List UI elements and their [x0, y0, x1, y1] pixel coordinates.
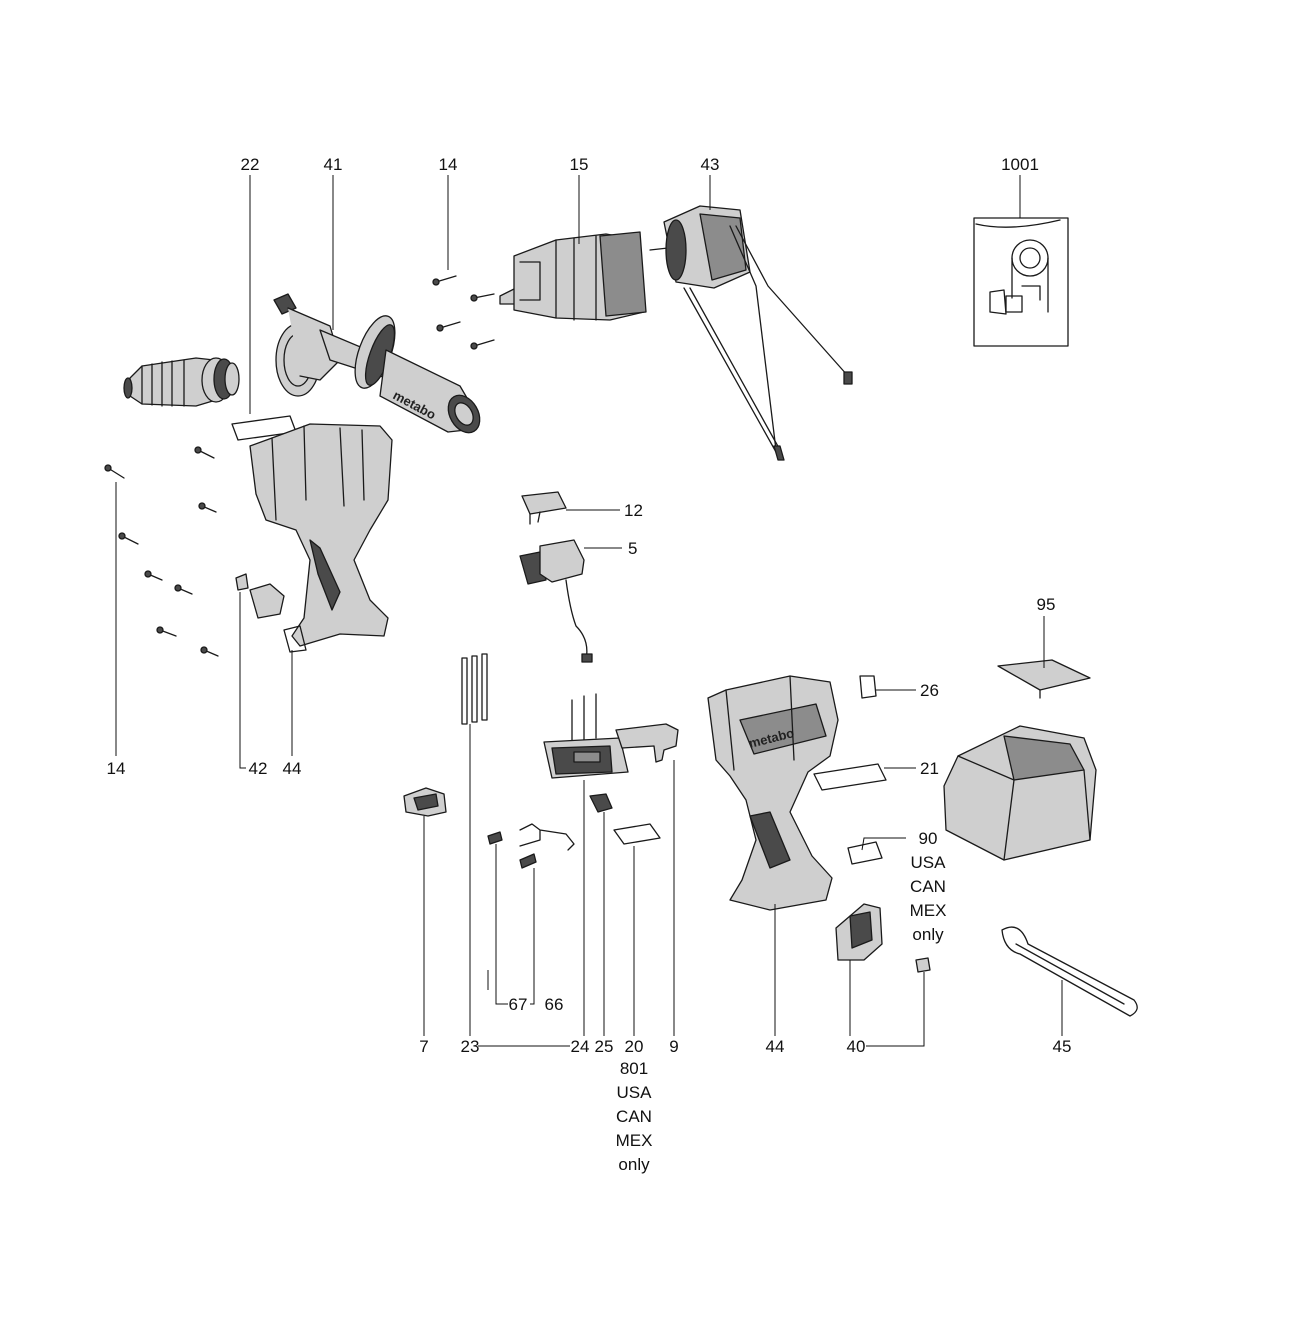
- housing-half-right: metabo: [707, 675, 839, 911]
- spring-67: [487, 831, 537, 869]
- label-7: 7: [419, 1037, 428, 1056]
- gearbox: [499, 231, 647, 321]
- label-90-note-3: MEX: [910, 901, 947, 920]
- label-23: 23: [461, 1037, 480, 1056]
- label-20: [613, 823, 661, 845]
- belt-clip: [835, 903, 931, 973]
- label-15: 15: [570, 155, 589, 174]
- label-12: 12: [624, 501, 643, 520]
- label-21: [813, 763, 887, 791]
- contact-25: [589, 793, 613, 813]
- label-801: 801: [620, 1059, 648, 1078]
- switch-cover: [521, 491, 567, 525]
- label-26: [859, 675, 877, 699]
- part-number-labels: 22 41 14 15 43 1001 12 5 95 26 21 90 USA…: [107, 155, 1072, 1174]
- label-42: 42: [249, 759, 268, 778]
- label-44-left: 44: [283, 759, 302, 778]
- label-14-left: 14: [107, 759, 126, 778]
- trigger-switch: [519, 539, 593, 663]
- electronics-module: [543, 693, 629, 779]
- label-45: 45: [1053, 1037, 1072, 1056]
- wiring-schematic: [973, 217, 1069, 347]
- spanner-wrench: [1001, 926, 1138, 1017]
- label-801-note-2: CAN: [616, 1107, 652, 1126]
- label-90-note-1: USA: [911, 853, 947, 872]
- label-24: 24: [571, 1037, 590, 1056]
- drill-chuck: [123, 357, 240, 407]
- label-20: 20: [625, 1037, 644, 1056]
- label-26: 26: [920, 681, 939, 700]
- label-95: 95: [1037, 595, 1056, 614]
- battery-pack: [943, 725, 1097, 861]
- spring-clip-66: [519, 823, 575, 851]
- label-22: 22: [241, 155, 260, 174]
- screws-housing-left: [104, 446, 249, 657]
- label-801-note-4: only: [618, 1155, 650, 1174]
- label-41: 41: [324, 155, 343, 174]
- label-9: 9: [669, 1037, 678, 1056]
- screws-gearbox: [432, 275, 495, 350]
- led-cover: [403, 787, 447, 817]
- label-40: 40: [847, 1037, 866, 1056]
- label-43: 43: [701, 155, 720, 174]
- battery-cover: [997, 659, 1091, 699]
- label-67: 67: [509, 995, 528, 1014]
- battery-bracket: [615, 723, 679, 763]
- label-14-top: 14: [439, 155, 458, 174]
- label-25: 25: [595, 1037, 614, 1056]
- label-801-note-3: MEX: [616, 1131, 653, 1150]
- label-21: 21: [920, 759, 939, 778]
- label-66: 66: [545, 995, 564, 1014]
- label-1001: 1001: [1001, 155, 1039, 174]
- housing-half-left: [249, 423, 393, 653]
- label-90: [847, 841, 883, 865]
- pins: [461, 653, 488, 725]
- label-44-right: 44: [766, 1037, 785, 1056]
- label-90-note-2: CAN: [910, 877, 946, 896]
- motor: [649, 205, 853, 461]
- label-90-note-4: only: [912, 925, 944, 944]
- label-90: 90: [919, 829, 938, 848]
- leader-lines: [115, 175, 1063, 1047]
- label-801-note-1: USA: [617, 1083, 653, 1102]
- side-handle: metabo: [273, 293, 481, 434]
- label-5: 5: [628, 539, 637, 558]
